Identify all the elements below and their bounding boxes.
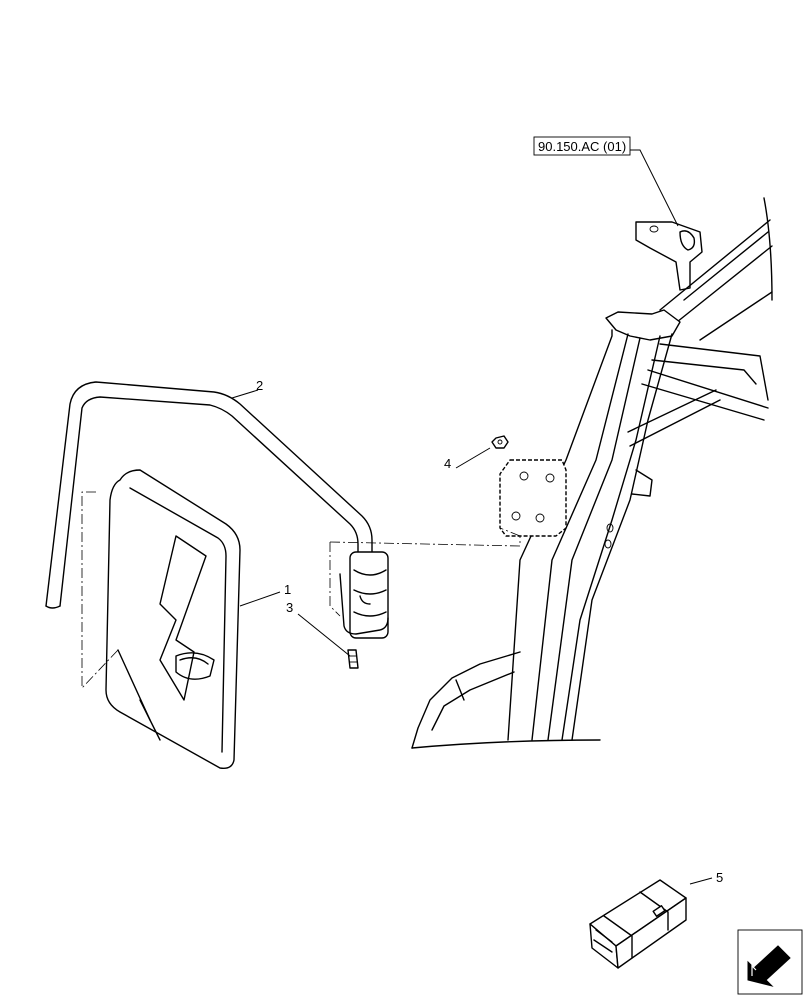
reference-box[interactable]: 90.150.AC (01) — [533, 136, 631, 156]
bolt — [347, 649, 359, 669]
kit-box — [589, 879, 687, 969]
callout-1: 1 — [284, 582, 291, 597]
callout-5: 5 — [716, 870, 723, 885]
mirror-head — [105, 469, 241, 770]
mirror-arm — [45, 381, 373, 609]
arrow-down-left-icon[interactable] — [737, 929, 803, 995]
callout-2: 2 — [256, 378, 263, 393]
callout-4: 4 — [444, 456, 451, 471]
reference-label: 90.150.AC (01) — [538, 139, 626, 154]
nut — [491, 435, 509, 449]
leader-lines — [231, 149, 713, 885]
mirror-clamp — [339, 551, 389, 639]
callout-3: 3 — [286, 600, 293, 615]
cab-frame — [411, 197, 773, 749]
mounting-plate — [499, 459, 567, 537]
assembly-lines — [81, 491, 521, 690]
